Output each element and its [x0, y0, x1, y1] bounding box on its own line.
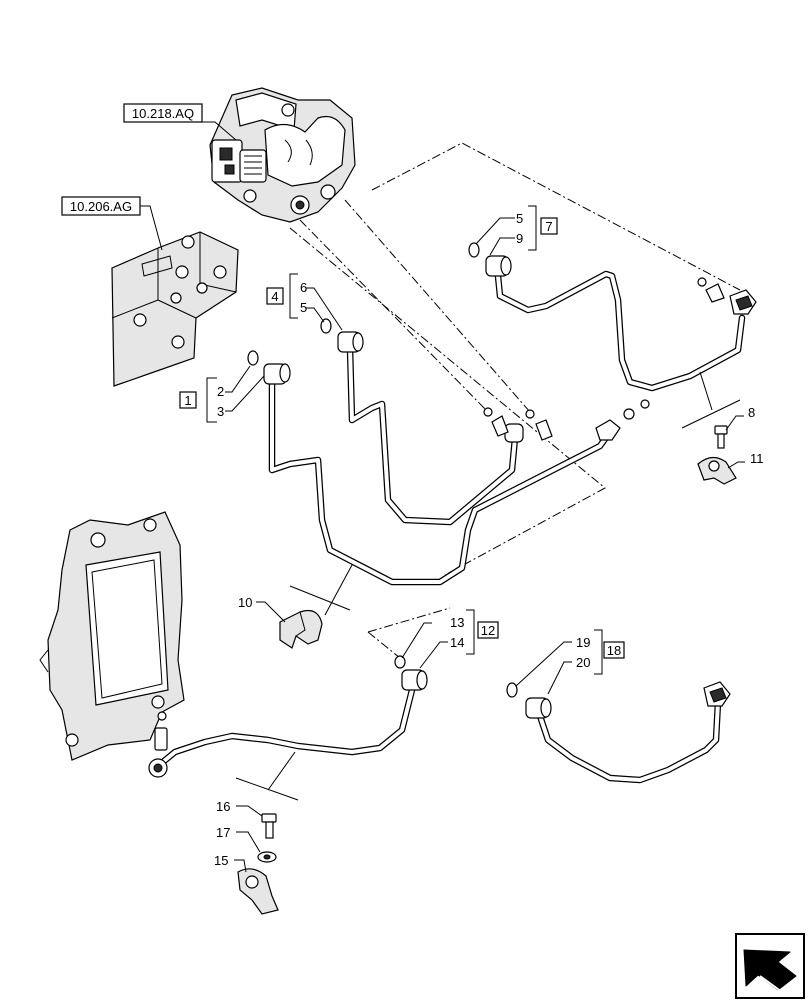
ecu-housing — [39, 511, 185, 761]
callout-3: 3 — [217, 404, 224, 419]
callout-5a: 5 — [300, 300, 307, 315]
fuel-pipe-4 — [320, 318, 553, 526]
callout-5b: 5 — [516, 211, 523, 226]
callout-7: 7 — [545, 219, 552, 234]
fuel-pipe-12 — [148, 655, 428, 778]
callout-1: 1 — [184, 393, 191, 408]
hardware — [237, 425, 737, 915]
callout-10: 10 — [238, 595, 252, 610]
fuel-injection-pump — [209, 87, 356, 223]
callout-2: 2 — [217, 384, 224, 399]
callout-20: 20 — [576, 655, 590, 670]
ref-box-bracket[interactable]: 10.206.AG — [61, 196, 141, 216]
leader-lines — [140, 121, 745, 873]
callout-13: 13 — [450, 615, 464, 630]
callout-4: 4 — [271, 289, 278, 304]
ref-label-bracket: 10.206.AG — [70, 199, 132, 214]
callout-group-18: 19 20 18 — [576, 629, 625, 675]
callout-14: 14 — [450, 635, 464, 650]
callout-8: 8 — [748, 405, 755, 420]
fuel-pipe-7 — [468, 242, 757, 392]
callout-15: 15 — [214, 853, 228, 868]
callout-16: 16 — [216, 799, 230, 814]
alignment-lines — [289, 142, 741, 659]
fuel-pipe-18 — [506, 681, 731, 784]
callout-group-7: 5 9 7 — [516, 205, 558, 251]
callout-11: 11 — [750, 451, 764, 466]
clamp-markers — [235, 371, 741, 801]
mounting-bracket — [111, 231, 239, 387]
callout-18: 18 — [607, 643, 621, 658]
callout-group-1: 1 2 3 — [179, 377, 224, 423]
callout-6: 6 — [300, 280, 307, 295]
callout-group-4: 4 6 5 — [266, 273, 307, 319]
fuel-pipe-1 — [247, 350, 650, 586]
next-page-arrow-icon[interactable] — [735, 933, 805, 999]
callout-9: 9 — [516, 231, 523, 246]
ref-box-pump[interactable]: 10.218.AQ — [123, 103, 203, 123]
callout-12: 12 — [481, 623, 495, 638]
callout-group-12: 13 14 12 — [450, 609, 499, 655]
callout-19: 19 — [576, 635, 590, 650]
callout-17: 17 — [216, 825, 230, 840]
ref-label-pump: 10.218.AQ — [132, 106, 194, 121]
